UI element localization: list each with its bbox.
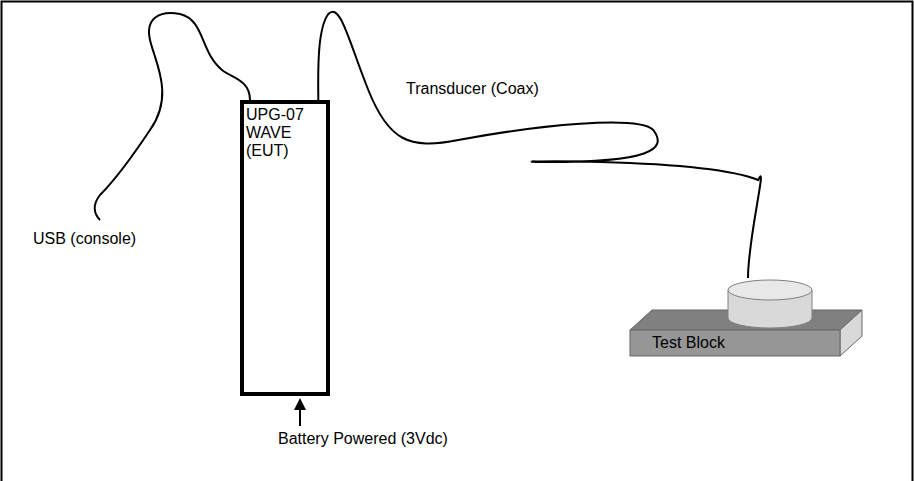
node-text: UPG-07 WAVE (EUT) bbox=[246, 106, 326, 160]
battery-arrow-shaft bbox=[299, 408, 301, 426]
test-block: Test Block bbox=[628, 278, 866, 360]
power-label: Battery Powered (3Vdc) bbox=[278, 430, 448, 448]
block-side bbox=[840, 310, 862, 356]
usb-cable bbox=[95, 13, 250, 220]
cable-label: USB (console) bbox=[33, 230, 136, 248]
battery-arrowhead bbox=[294, 398, 306, 410]
coax-cable bbox=[318, 12, 761, 278]
node-text: Test Block bbox=[652, 334, 832, 352]
equipment-box: UPG-07 WAVE (EUT) bbox=[240, 100, 330, 396]
transducer-top bbox=[728, 280, 812, 300]
block-front bbox=[630, 330, 840, 356]
cable-label: Transducer (Coax) bbox=[406, 80, 539, 98]
